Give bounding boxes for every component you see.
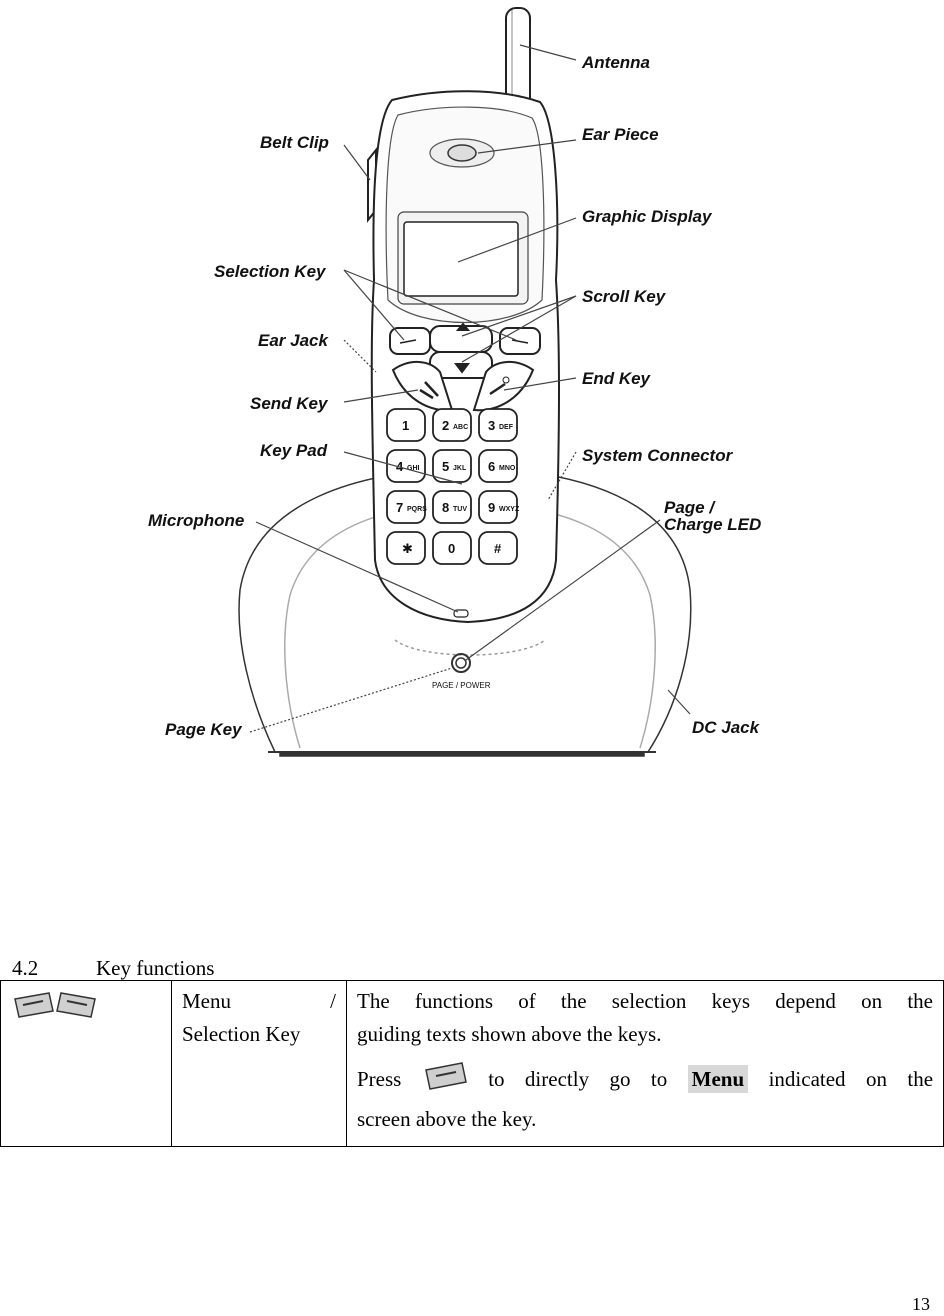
keypad-key: 1: [386, 408, 426, 442]
keypad-key: 9 WXYZ: [478, 490, 520, 524]
label-antenna: Antenna: [581, 53, 650, 72]
label-ear-jack: Ear Jack: [258, 331, 329, 350]
keypad-key: 8 TUV: [432, 490, 472, 524]
keypad-key-letters: JKL: [453, 465, 467, 472]
keypad-key-digit: 8: [442, 500, 449, 515]
description-line1: The functions of the selection keys depe…: [357, 989, 933, 1013]
label-graphic-display: Graphic Display: [582, 207, 713, 226]
keypad-key-digit: 2: [442, 418, 449, 433]
keypad-key: 7 PQRS: [386, 490, 427, 524]
description-press: Press: [357, 1067, 402, 1091]
keypad-key-digit: 5: [442, 459, 449, 474]
handset: [367, 7, 560, 624]
keypad-key-letters: GHI: [407, 465, 420, 472]
description-after: indicated on the: [768, 1067, 934, 1091]
keypad-key-letters: PQRS: [407, 506, 427, 513]
keypad-key-letters: ABC: [453, 424, 468, 431]
key-name-cell: Menu / Selection Key: [171, 980, 347, 1147]
table-row: Menu / Selection Key The functions of th…: [0, 980, 944, 1147]
keypad-key-letters: DEF: [499, 424, 514, 431]
keypad-key-digit: ✱: [402, 541, 413, 556]
label-end-key: End Key: [582, 369, 652, 388]
label-page-key: Page Key: [165, 720, 243, 739]
keypad-key-letters: WXYZ: [499, 506, 520, 513]
label-microphone: Microphone: [148, 511, 244, 530]
base-button-label: PAGE / POWER: [432, 681, 491, 690]
keypad-key-digit: 7: [396, 500, 403, 515]
keypad-key-digit: #: [494, 541, 502, 556]
keypad-key-digit: 9: [488, 500, 495, 515]
callout-lines: [249, 44, 691, 733]
label-page-led-line1: Page /: [664, 498, 716, 517]
keypad-key-digit: 0: [448, 541, 455, 556]
label-selection-key: Selection Key: [214, 262, 327, 281]
selection-keys-icon: [11, 989, 101, 1031]
key-icon-cell: [0, 980, 172, 1147]
key-name-line1: Menu /: [182, 989, 336, 1013]
label-send-key: Send Key: [250, 394, 329, 413]
keypad-key: 0: [432, 531, 472, 565]
key-functions-table: Menu / Selection Key The functions of th…: [0, 980, 944, 1147]
label-scroll-key: Scroll Key: [582, 287, 667, 306]
label-ear-piece: Ear Piece: [582, 125, 659, 144]
label-belt-clip: Belt Clip: [260, 133, 329, 152]
keypad-key-letters: TUV: [453, 506, 467, 513]
key-name-line2: Selection Key: [182, 1022, 301, 1046]
keypad-key-digit: 3: [488, 418, 495, 433]
section-heading: 4.2 Key functions: [12, 956, 214, 981]
description-middle: to directly go to: [488, 1067, 668, 1091]
keypad-key-digit: 6: [488, 459, 495, 474]
description-line2: guiding texts shown above the keys.: [357, 1022, 662, 1046]
section-title: Key functions: [96, 956, 215, 980]
keypad-key: ✱: [386, 531, 426, 565]
keypad-key: 3 DEF: [478, 408, 518, 442]
left-selection-key-icon: [422, 1060, 468, 1103]
label-page-led-line2: Charge LED: [664, 515, 761, 534]
keypad-key: 6 MNO: [478, 449, 518, 483]
keypad-key: 2 ABC: [432, 408, 472, 442]
page-number: 13: [912, 1294, 930, 1314]
description-press-line: Press to directly go to Menu indicated o…: [357, 1059, 933, 1103]
keypad-key: 5 JKL: [432, 449, 472, 483]
label-dc-jack: DC Jack: [692, 718, 761, 737]
label-key-pad: Key Pad: [260, 441, 328, 460]
keypad-key: #: [478, 531, 518, 565]
section-number: 4.2: [12, 956, 39, 980]
label-system-connector: System Connector: [582, 446, 734, 465]
menu-highlight: Menu: [687, 1065, 749, 1093]
keypad-key-digit: 1: [402, 418, 409, 433]
keypad-key-letters: MNO: [499, 465, 516, 472]
key-description-cell: The functions of the selection keys depe…: [346, 980, 944, 1147]
keypad-key-digit: 4: [396, 459, 404, 474]
description-end: screen above the key.: [357, 1106, 537, 1131]
